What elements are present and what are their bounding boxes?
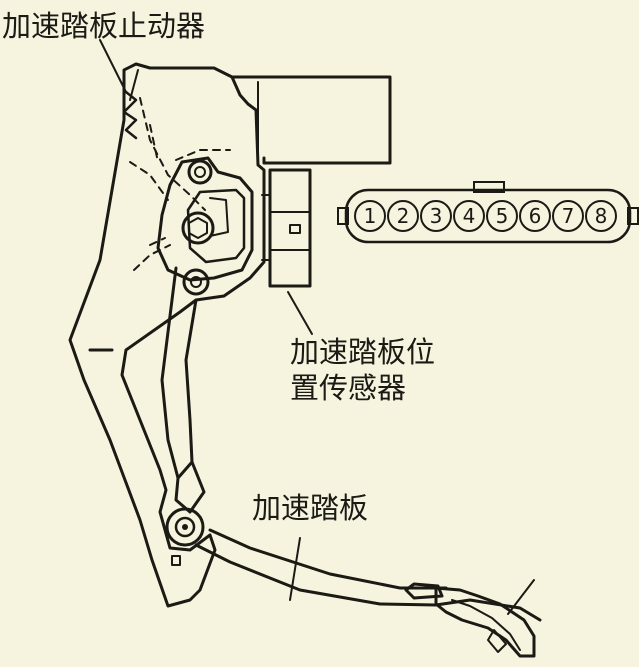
connector-pin <box>585 200 617 232</box>
connector-pin-label: 6 <box>529 204 542 228</box>
connector-pin-label: 2 <box>397 204 410 228</box>
pedal-bracket <box>68 62 266 608</box>
pedal-stop <box>122 90 138 140</box>
label-pedal-position-sensor-line2: 置传感器 <box>290 371 406 405</box>
connector-pin <box>387 200 419 232</box>
connector-pin <box>420 200 452 232</box>
pedal-pad <box>404 582 536 658</box>
connector-pin-label: 5 <box>496 204 509 228</box>
center-hex-pivot <box>181 211 215 245</box>
connector-pin-label: 1 <box>364 204 377 228</box>
pedal-position-sensor-body <box>261 168 312 288</box>
connector-pin-label: 4 <box>463 204 476 228</box>
pedal-lever <box>194 528 542 622</box>
connector-pin-label: 8 <box>595 204 608 228</box>
connector-pin <box>354 200 386 232</box>
leader-sensor <box>287 291 313 335</box>
connector-pin <box>552 200 584 232</box>
sensor-lever-detail <box>209 197 229 237</box>
leader-pedal <box>289 537 301 601</box>
leader-stop <box>99 39 127 93</box>
pedal-arm-lower <box>174 460 206 514</box>
connector-pin-label: 7 <box>562 204 575 228</box>
pedal-arm <box>160 266 198 480</box>
lower-pivot-bolt <box>182 268 210 296</box>
connector-pin <box>453 200 485 232</box>
connector-pin <box>486 200 518 232</box>
hidden-lines <box>129 97 231 271</box>
connector-pin-label: 3 <box>430 204 443 228</box>
label-accelerator-pedal: 加速踏板 <box>252 491 368 525</box>
label-pedal-position-sensor-line1: 加速踏板位 <box>290 335 435 369</box>
connector-pin <box>519 200 551 232</box>
sensor-lever <box>156 156 254 282</box>
pedal-arm-joint <box>165 507 205 566</box>
sensor-housing <box>230 75 392 165</box>
sensor-connector <box>337 181 639 244</box>
leader-pad <box>507 579 535 615</box>
upper-pivot-bolt <box>187 159 213 185</box>
label-accelerator-pedal-stop: 加速踏板止动器 <box>2 9 205 43</box>
